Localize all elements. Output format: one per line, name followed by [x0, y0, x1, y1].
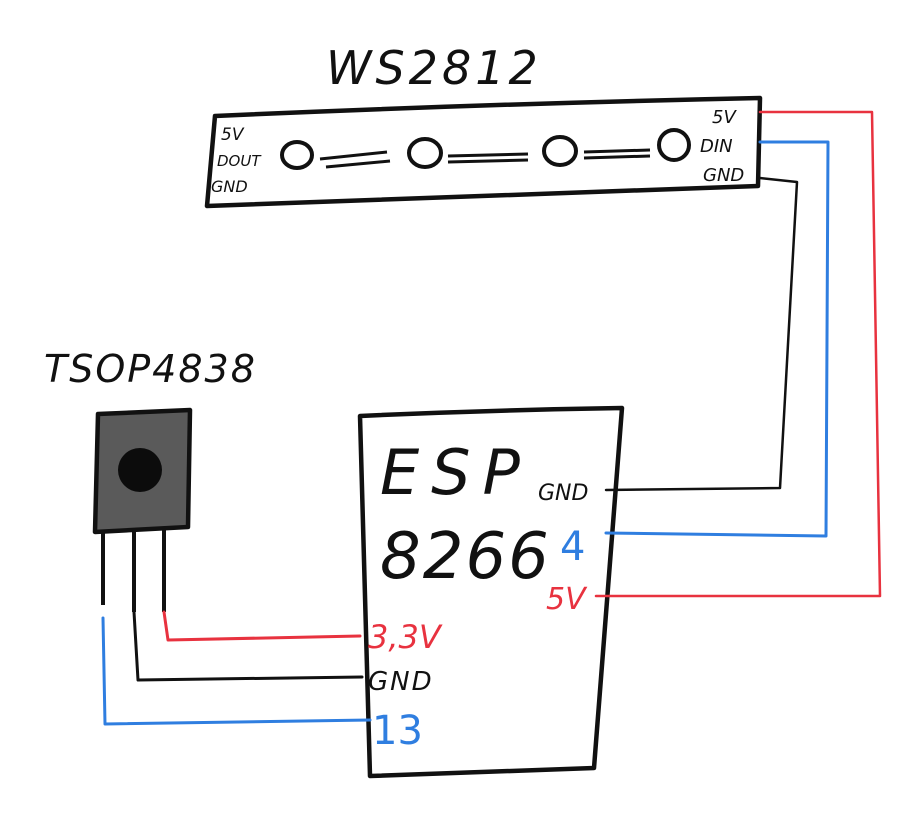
- esp-title-line2: 8266: [380, 520, 551, 594]
- strip-left-pin-5v: 5V: [221, 125, 245, 145]
- sensor-title: TSOP4838: [44, 347, 257, 391]
- strip-right-pin-gnd: GND: [703, 165, 744, 186]
- ir-lens-icon: [118, 448, 162, 492]
- ir-sensor-legs: [101, 530, 166, 612]
- led-1-icon: [280, 140, 314, 170]
- strip-title: WS2812: [326, 41, 542, 95]
- led-chain: [280, 128, 691, 170]
- strip-left-pin-gnd: GND: [211, 177, 248, 196]
- wire-sensor-gnd: [132, 610, 364, 682]
- esp-label-gpio4: 4: [560, 524, 585, 570]
- strip-left-pin-dout: DOUT: [217, 152, 262, 170]
- esp-board-body: [357, 405, 625, 779]
- strip-right-pin-din: DIN: [700, 136, 733, 157]
- esp-label-3v3: 3,3V: [368, 618, 443, 656]
- led-4-icon: [657, 128, 691, 162]
- wire-gnd-strip: [604, 176, 799, 492]
- led-2-icon: [407, 137, 443, 169]
- led-links: [319, 148, 651, 169]
- esp-label-5v: 5V: [546, 582, 588, 617]
- wire-data-din: [604, 140, 830, 538]
- wires-sensor-to-esp: [101, 610, 372, 726]
- led-3-icon: [542, 135, 578, 167]
- wire-5v-strip: [594, 110, 882, 598]
- esp-label-gpio13: 13: [372, 708, 423, 754]
- wire-sensor-3v3: [162, 610, 362, 642]
- esp-title-line1: ESP: [380, 436, 532, 509]
- wires-esp-to-strip: [594, 110, 882, 598]
- esp-label-gnd-right: GND: [538, 481, 588, 506]
- wire-sensor-out: [101, 616, 372, 726]
- led-strip-body: [204, 95, 763, 209]
- strip-right-pin-5v: 5V: [712, 107, 737, 128]
- esp-label-gnd-left: GND: [368, 667, 434, 697]
